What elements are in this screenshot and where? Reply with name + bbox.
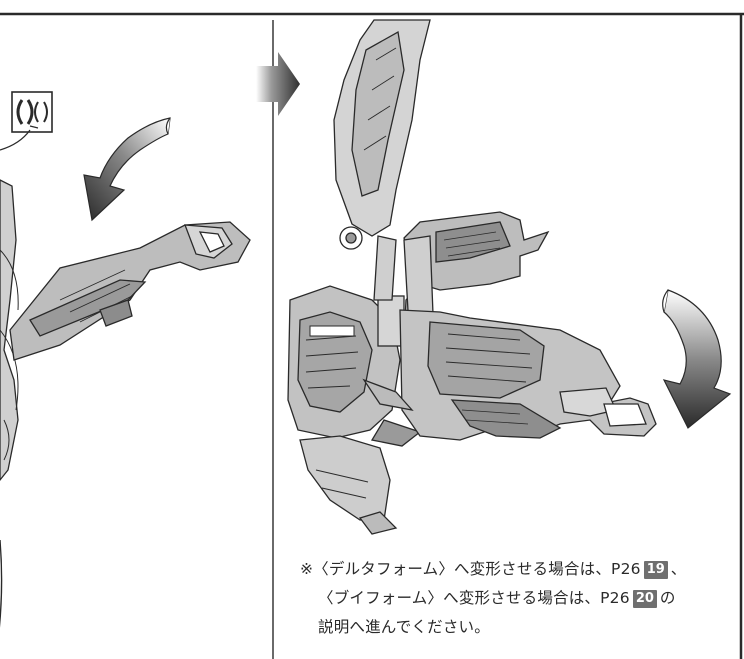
note-line-v-text: 〈ブイフォーム〉へ変形させる場合は、P26 xyxy=(318,589,630,607)
panel-frame xyxy=(0,12,744,659)
step-badge-20: 20 xyxy=(632,590,657,608)
right-panel-illustration xyxy=(287,19,657,535)
step-badge-19: 19 xyxy=(643,561,668,579)
note-line-continue: 説明へ進んでください。 xyxy=(318,618,490,636)
curved-rotation-arrow-right xyxy=(662,289,732,429)
rotate-parts-icon xyxy=(0,91,53,151)
step-next-arrow xyxy=(256,52,300,116)
note-line-delta-text: ※〈デルタフォーム〉へ変形させる場合は、P26 xyxy=(300,560,641,578)
left-panel-illustration xyxy=(0,91,251,628)
note-line-v-tail: の xyxy=(659,589,676,607)
curved-rotation-arrow-left xyxy=(83,117,171,222)
cannon-arm-left xyxy=(9,221,251,361)
note-line-delta-tail: 、 xyxy=(670,560,687,578)
